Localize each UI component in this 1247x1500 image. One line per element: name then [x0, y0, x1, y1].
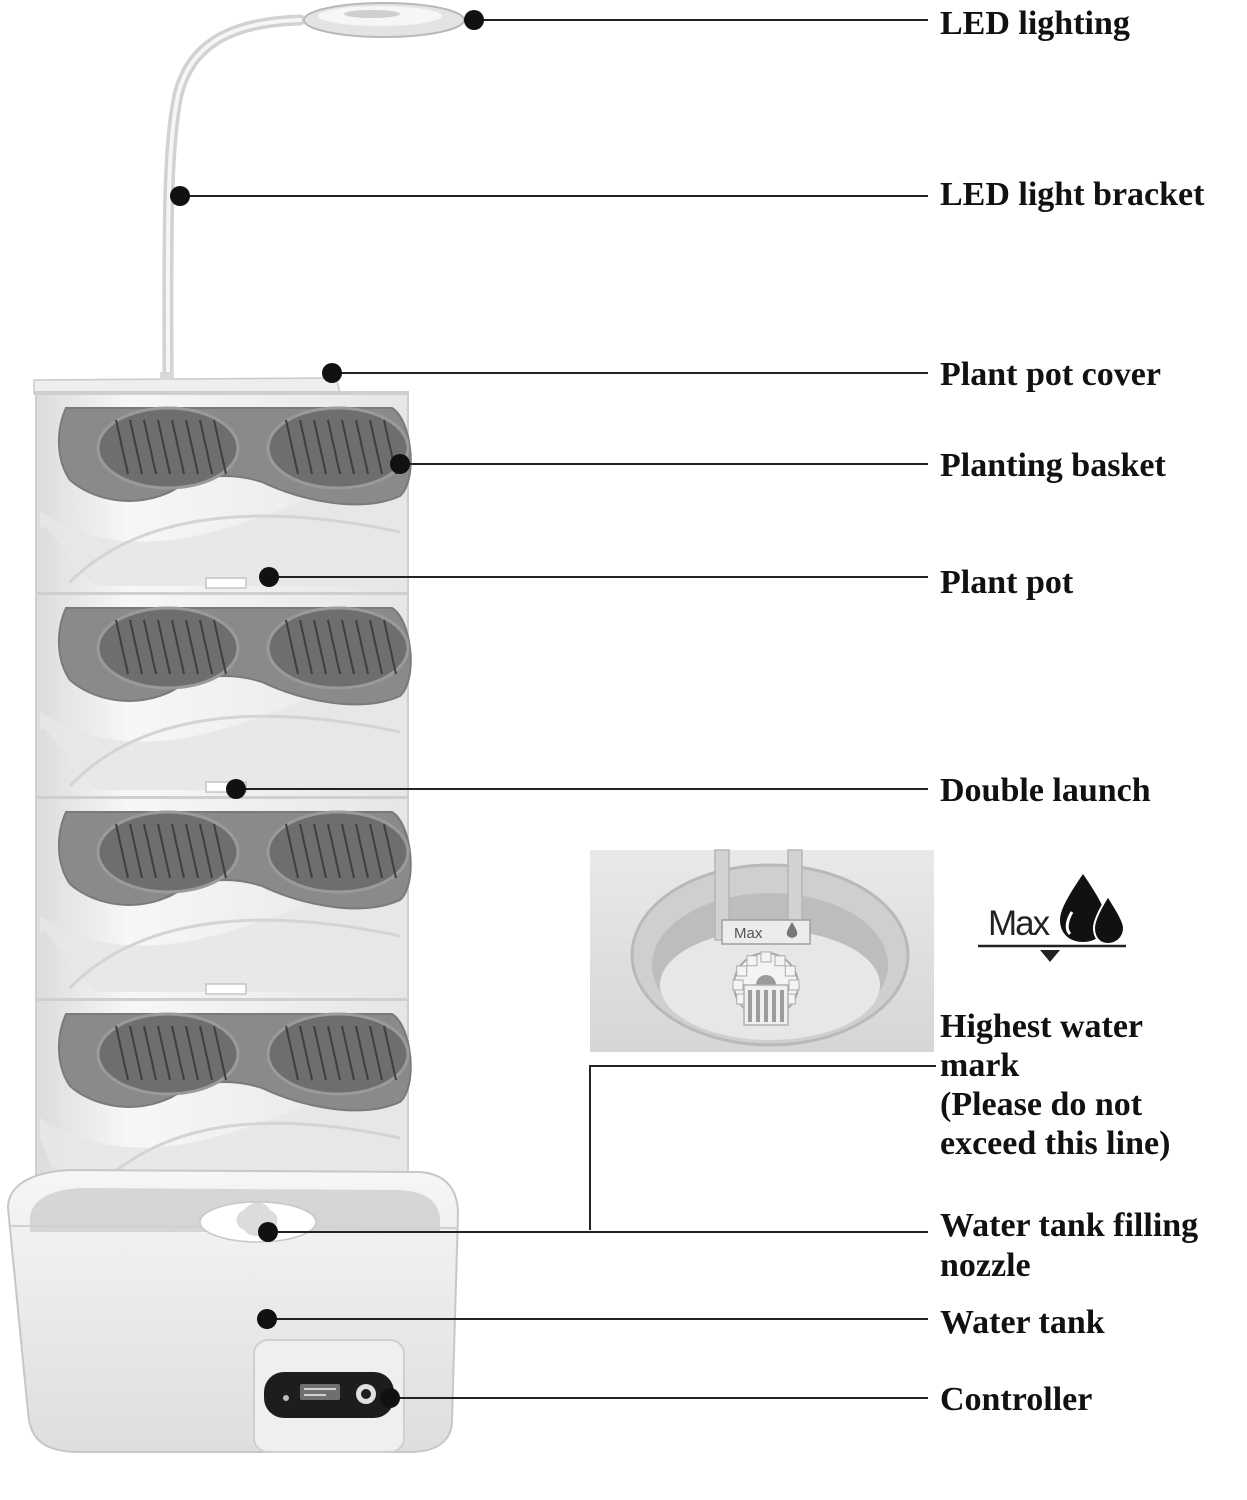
water-tank-filling-nozzle-label-line-2: nozzle — [940, 1247, 1031, 1284]
highest-water-mark-label-line-2: mark — [940, 1047, 1019, 1084]
double-launch-marker-dot — [226, 779, 246, 799]
highest-water-mark-leader-line — [589, 1065, 936, 1230]
water-tank-filling-nozzle-label-line-1: Water tank filling — [940, 1207, 1198, 1244]
led-light-bracket-label: LED light bracket — [940, 176, 1205, 213]
callout-controller: Controller — [380, 1381, 1092, 1418]
plant-pot-cover-label: Plant pot cover — [940, 356, 1161, 393]
callout-planting-basket: Planting basket — [390, 447, 1166, 484]
water-tank-marker-dot — [257, 1309, 277, 1329]
callout-led-lighting: LED lighting — [464, 5, 1130, 42]
callout-water-tank: Water tank — [257, 1304, 1105, 1341]
plant-pot — [36, 592, 412, 793]
led-light-bracket-marker-dot — [170, 186, 190, 206]
water-tank-filling-nozzle — [199, 1201, 317, 1243]
highest-water-mark-label-line-1: Highest water — [940, 1008, 1143, 1045]
planter-tower — [6, 2, 465, 1453]
led-lighting-label: LED lighting — [940, 5, 1130, 42]
max-icon-text: Max — [988, 904, 1051, 943]
water-tank-label: Water tank — [940, 1304, 1105, 1341]
callout-plant-pot-cover: Plant pot cover — [322, 356, 1161, 393]
planting-basket — [57, 606, 412, 706]
planting-basket — [57, 1012, 412, 1112]
controller-label: Controller — [940, 1381, 1092, 1418]
planting-basket — [57, 810, 412, 910]
plant-pot-marker-dot — [259, 567, 279, 587]
controller — [253, 1339, 405, 1453]
water-drop-small-icon — [1092, 894, 1126, 946]
plant-pot — [36, 796, 412, 995]
water-tank-filling-nozzle-marker-dot — [258, 1222, 278, 1242]
plant-pot-cover — [33, 372, 341, 395]
planting-basket — [57, 406, 412, 506]
max-sticker-text: Max — [734, 925, 763, 942]
callout-led-light-bracket: LED light bracket — [170, 176, 1205, 213]
water-mark-inset-photo: Max — [590, 849, 934, 1052]
planting-basket-marker-dot — [390, 454, 410, 474]
planting-basket-label: Planting basket — [940, 447, 1166, 484]
gear-filter — [732, 951, 800, 1026]
plant-pot-label: Plant pot — [940, 564, 1074, 601]
led-lighting-marker-dot — [464, 10, 484, 30]
plant-pot — [36, 392, 412, 589]
highest-water-mark-label-line-3: (Please do not — [940, 1086, 1143, 1123]
controller-marker-dot — [380, 1388, 400, 1408]
down-arrow-icon — [1040, 950, 1060, 962]
max-water-level-icon: Max — [978, 874, 1126, 962]
callout-double-launch: Double launch — [226, 772, 1151, 809]
double-launch-label: Double launch — [940, 772, 1151, 809]
highest-water-mark-label-line-4: exceed this line) — [940, 1125, 1170, 1162]
callout-plant-pot: Plant pot — [259, 564, 1074, 601]
led-lamp-head — [303, 2, 465, 38]
plant-pot-cover-marker-dot — [322, 363, 342, 383]
